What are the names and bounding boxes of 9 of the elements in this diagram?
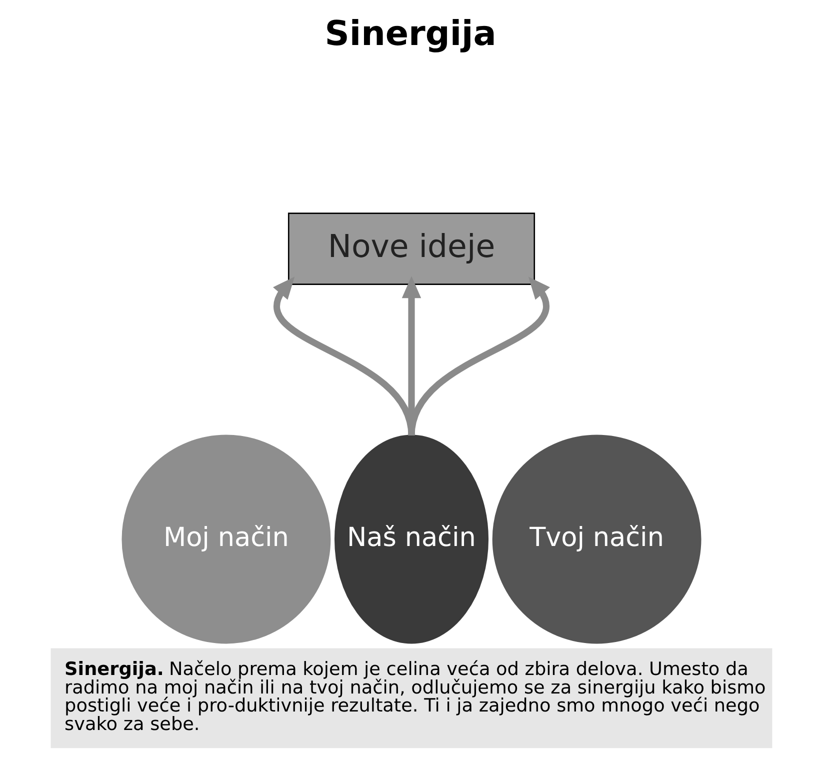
arrow — [408, 276, 550, 436]
node-box: Nove ideje — [288, 212, 536, 285]
node-circle: Moj način — [122, 434, 331, 644]
arrow — [273, 276, 415, 436]
node-circle: Tvoj način — [492, 434, 702, 644]
caption: Sinergija. Načelo prema kojem je celina veća od zbira delova. Umesto da radimo na moj način ili na tvoj način, odlučujemo se za sinergiju kako bismo postigli veće i pro-duktivnije rezultate. Ti i ja zajedno smo mnogo veći nego svako za sebe. — [64, 658, 766, 736]
diagram-title: Sinergija — [324, 14, 496, 54]
node-ellipse: Naš način — [334, 434, 489, 644]
arrow — [402, 276, 422, 436]
